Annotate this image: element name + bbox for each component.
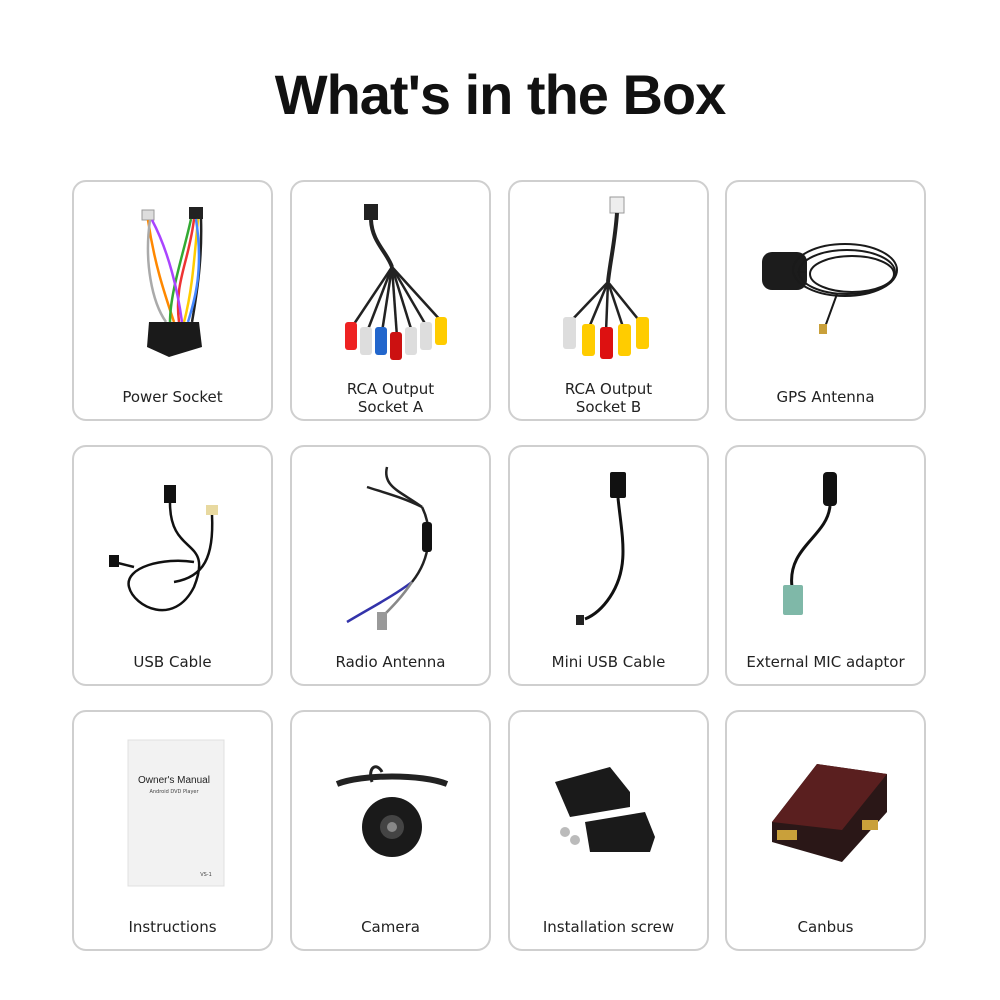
item-card-mini-usb-cable: Mini USB Cable [508, 445, 709, 686]
manual-title: Owner's Manual [138, 775, 210, 786]
canbus-box-icon [772, 764, 887, 862]
item-card-usb-cable: USB Cable [72, 445, 273, 686]
label-line-2: Socket A [357, 398, 424, 416]
item-card-instructions: Owner's Manual Android DVD Player VS-1 I… [72, 710, 273, 951]
item-label: Instructions [128, 918, 217, 936]
item-card-radio-antenna: Radio Antenna [290, 445, 491, 686]
item-card-installation-screw: Installation screw [508, 710, 709, 951]
manual-subtitle: Android DVD Player [149, 789, 199, 795]
manual-code: VS-1 [200, 872, 212, 878]
radio-antenna-cable-icon [346, 466, 432, 630]
gps-antenna-icon [762, 243, 898, 334]
item-label: Mini USB Cable [551, 653, 666, 671]
label-line-1: RCA Output [564, 380, 653, 398]
mini-usb-cable-icon [576, 472, 626, 625]
page-title: What's in the Box [274, 63, 727, 126]
item-card-camera: Camera [290, 710, 491, 951]
rca-cable-a-icon [345, 204, 447, 360]
item-label: USB Cable [133, 653, 212, 671]
rca-cable-b-icon [563, 196, 649, 359]
item-label: Canbus [797, 918, 854, 936]
camera-icon [335, 765, 449, 857]
label-line-1: RCA Output [346, 380, 435, 398]
mic-adaptor-icon [783, 472, 837, 615]
usb-cable-icon [109, 485, 218, 612]
item-card-power-socket: Power Socket [72, 180, 273, 421]
power-socket-harness-icon [141, 207, 203, 357]
item-label: Installation screw [542, 918, 675, 936]
manual-icon: Owner's Manual Android DVD Player VS-1 [127, 739, 225, 887]
item-label: External MIC adaptor [746, 653, 905, 671]
item-label: Camera [361, 918, 420, 936]
label-line-2: Socket B [575, 398, 642, 416]
item-label: GPS Antenna [776, 388, 875, 406]
item-label: Power Socket [122, 388, 223, 406]
item-card-gps-antenna: GPS Antenna [725, 180, 926, 421]
item-card-canbus: Canbus [725, 710, 926, 951]
brackets-screws-icon [555, 767, 655, 852]
item-card-external-mic-adaptor: External MIC adaptor [725, 445, 926, 686]
item-label: Radio Antenna [335, 653, 446, 671]
